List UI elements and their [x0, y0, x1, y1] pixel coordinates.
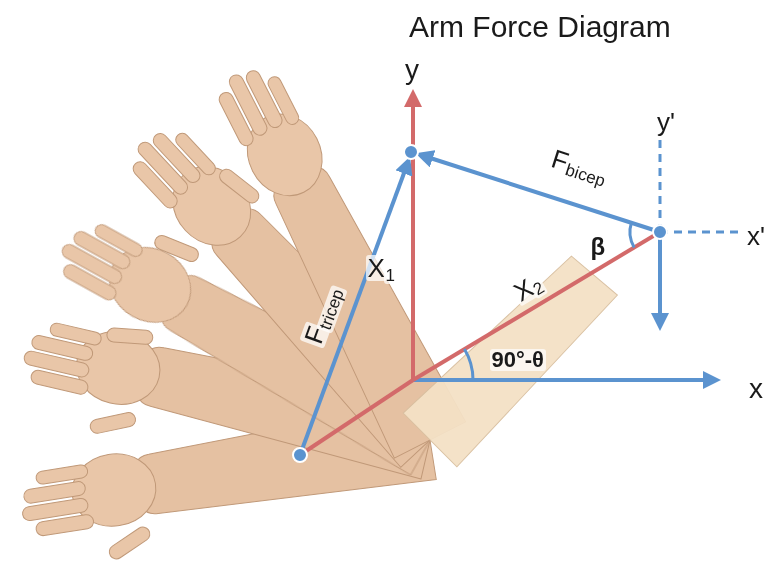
lever-arm-x2: [413, 232, 660, 380]
force-subscript: tricep: [316, 285, 348, 334]
length-subscript: 1: [384, 267, 397, 284]
angle-label: 90°-θ: [490, 349, 547, 371]
local-x-axis: [660, 231, 742, 234]
bicep-force-arrow: [424, 156, 660, 232]
diagram-title: Arm Force Diagram: [409, 12, 671, 42]
load-arrow: [658, 232, 662, 322]
theta-angle-arc: [464, 349, 473, 380]
angle-label: β: [589, 235, 608, 259]
hand-load-dot: [653, 225, 667, 239]
local-y-axis: [659, 138, 662, 232]
axis-label: y: [403, 56, 421, 84]
tricep-force-arrow: [300, 165, 407, 455]
beta-angle-arc: [630, 223, 634, 248]
tendon-attachment-dot: [404, 145, 418, 159]
tricep-attachment-dot: [293, 448, 307, 462]
axis-label: x': [745, 223, 767, 249]
force-subscript: bicep: [562, 161, 610, 191]
axis-label: x: [747, 375, 765, 403]
x-axis: [413, 378, 712, 382]
forearm-photos: [11, 53, 466, 575]
current-forearm: [403, 247, 623, 467]
axis-label: y': [655, 109, 677, 135]
lever-arm-lower: [300, 380, 413, 455]
y-axis: [411, 98, 415, 380]
